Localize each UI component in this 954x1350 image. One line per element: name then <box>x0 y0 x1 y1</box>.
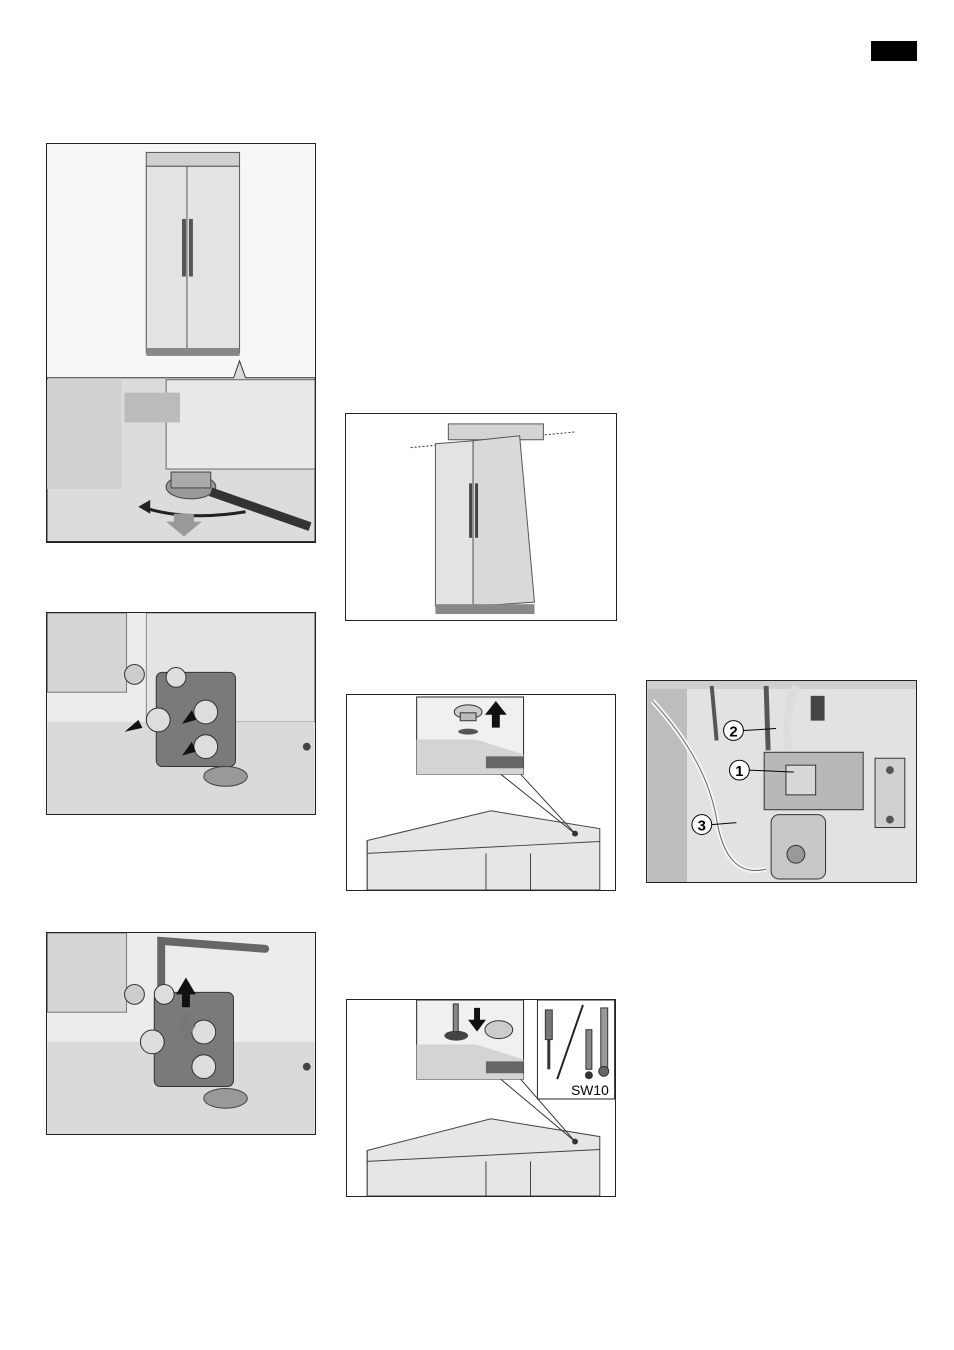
wrench-size-label: SW10 <box>571 1082 609 1098</box>
cap-removal-illustration <box>347 695 615 890</box>
callout-3: 3 <box>698 819 706 835</box>
callout-2: 2 <box>729 724 737 740</box>
figure-hinge-screws <box>46 612 316 815</box>
hinge-allen-key-illustration <box>47 933 315 1134</box>
figure-door-alignment <box>345 413 617 621</box>
foot-adjustment-illustration <box>47 144 315 542</box>
figure-cap-screw-tools: SW10 <box>346 999 616 1197</box>
water-valve-illustration: 2 1 3 <box>647 681 916 882</box>
page-tab-marker <box>871 41 917 61</box>
figure-foot-adjustment <box>46 143 316 543</box>
door-alignment-illustration <box>346 414 616 620</box>
callout-1: 1 <box>735 764 743 780</box>
figure-water-valve: 2 1 3 <box>646 680 917 883</box>
hinge-screws-illustration <box>47 613 315 814</box>
figure-hinge-allen-key <box>46 932 316 1135</box>
cap-screw-tools-illustration: SW10 <box>347 1000 615 1196</box>
figure-cap-removal <box>346 694 616 891</box>
